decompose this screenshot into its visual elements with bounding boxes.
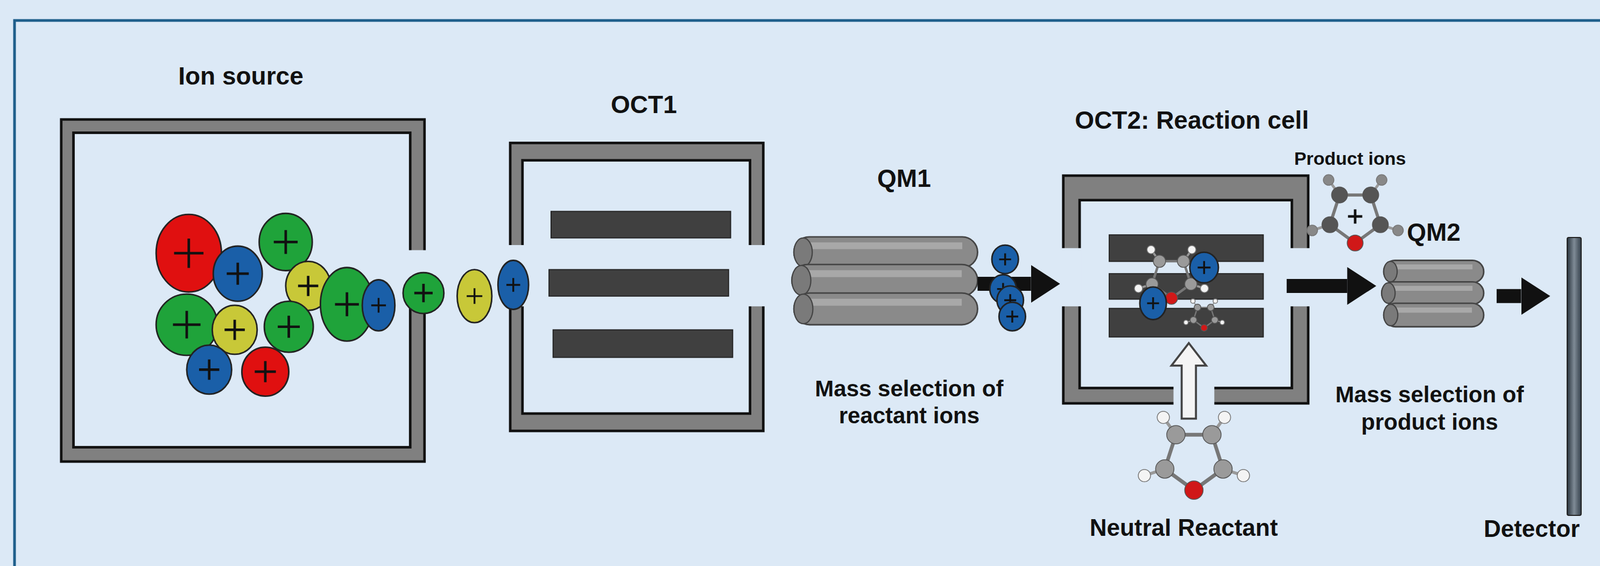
rod-end — [1381, 282, 1395, 303]
rod-end — [791, 265, 811, 295]
rod-end — [793, 293, 813, 324]
instrument-stage: QM2Mass selection of product ions — [1381, 260, 1484, 327]
annotation-label: Neutral Reactant — [1089, 513, 1279, 542]
ion-source-housing — [61, 119, 427, 462]
rod-highlight — [807, 270, 962, 278]
instrument-stage: QM1Mass selection of reactant ions — [791, 236, 978, 325]
rod-highlight — [809, 242, 963, 250]
instrument-stage: OCT2: Reaction cell — [1063, 175, 1309, 404]
rod-end — [793, 237, 813, 267]
detector-plate: Detector — [1566, 236, 1582, 516]
stage-title: QM1 — [877, 163, 932, 194]
rod-highlight — [1392, 285, 1473, 291]
ion — [362, 279, 396, 331]
ion — [213, 245, 263, 301]
ion — [186, 344, 232, 394]
stage-caption: Mass selection of product ions — [1301, 381, 1557, 436]
flow-arrow — [1286, 278, 1348, 293]
outer-frame — [14, 20, 1600, 566]
ion — [403, 272, 444, 314]
rod-highlight — [809, 298, 963, 306]
furan-molecule — [1138, 411, 1250, 500]
quadrupole-rod — [1383, 302, 1484, 327]
annotation-label: Product ions — [1294, 146, 1407, 169]
ion — [456, 269, 492, 323]
ion — [991, 244, 1019, 274]
quadrupole-rod — [793, 292, 978, 325]
stage-title: OCT2: Reaction cell — [1074, 105, 1309, 136]
inlet-arrow — [1171, 342, 1207, 419]
oct1-housing — [508, 142, 766, 431]
ion — [264, 300, 314, 352]
rod-highlight — [1395, 307, 1472, 313]
quadrupole-rod — [1381, 281, 1484, 305]
instrument-stage: OCT1 — [510, 142, 764, 431]
rod-end — [1383, 304, 1398, 326]
furan-molecule — [1183, 298, 1225, 331]
ion — [1139, 286, 1167, 320]
ion — [998, 301, 1026, 331]
quadrupole-rod — [1383, 260, 1484, 284]
instrument-stage: Ion source — [61, 119, 425, 462]
ion — [156, 214, 222, 292]
stage-title: Detector — [1483, 514, 1581, 544]
stage-title: Ion source — [178, 61, 304, 92]
stage-caption: Mass selection of reactant ions — [781, 375, 1037, 430]
ion — [497, 260, 529, 310]
ion — [241, 347, 289, 397]
quadrupole-rod — [791, 264, 978, 296]
charge-symbol — [1348, 209, 1363, 224]
ion — [1189, 251, 1219, 283]
flow-arrow — [1496, 289, 1522, 303]
rod-end — [1383, 261, 1398, 282]
furan-molecule — [1306, 174, 1404, 251]
stage-title: QM2 — [1406, 217, 1461, 248]
quadrupole-rod — [793, 236, 978, 268]
stage-title: OCT1 — [610, 90, 678, 121]
rod-highlight — [1394, 264, 1473, 270]
